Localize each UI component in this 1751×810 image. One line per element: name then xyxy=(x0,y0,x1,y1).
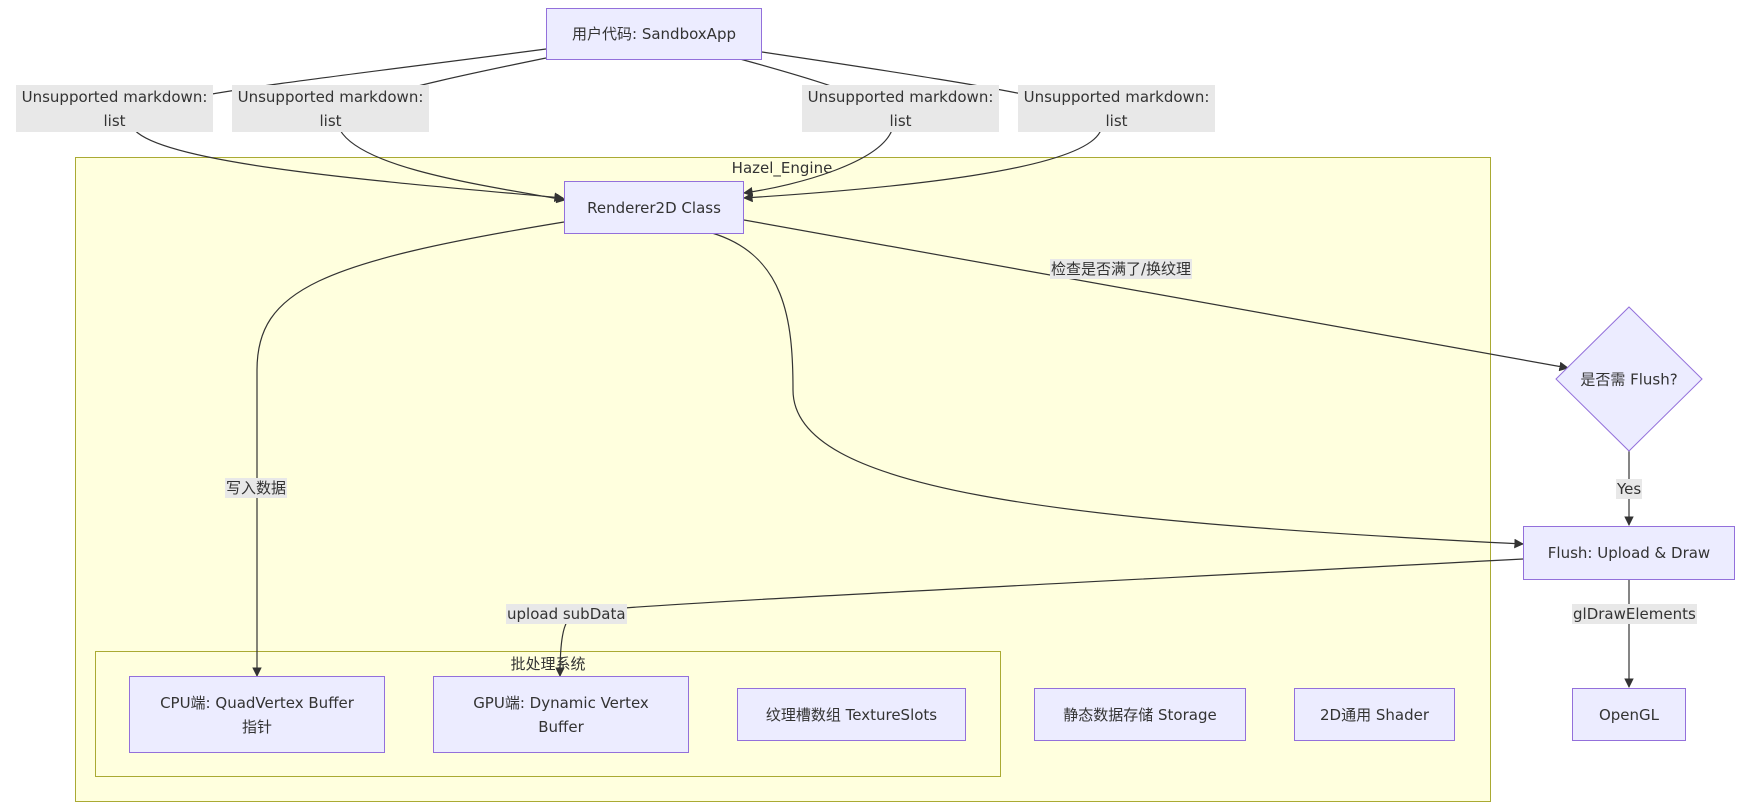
label-unsupported-list: Unsupported markdown: list xyxy=(232,85,429,132)
edge-label-gldrawelements: glDrawElements xyxy=(1572,604,1697,624)
node-shader[interactable]: 2D通用 Shader xyxy=(1294,688,1455,741)
edge-renderer-to-flush xyxy=(711,232,1524,549)
subgraph-batch-system-title: 批处理系统 xyxy=(510,655,586,673)
edge-label-check-full: 检查是否满了/换纹理 xyxy=(1050,259,1193,279)
subgraph-hazel-engine-title: Hazel_Engine xyxy=(731,159,833,177)
node-flush[interactable]: Flush: Upload & Draw xyxy=(1523,526,1735,580)
node-static-storage[interactable]: 静态数据存储 Storage xyxy=(1034,688,1246,741)
edge-label-upload-subdata: upload subData xyxy=(506,604,627,624)
node-renderer2d[interactable]: Renderer2D Class xyxy=(564,181,744,234)
node-gpu-buffer[interactable]: GPU端: Dynamic Vertex Buffer xyxy=(433,676,689,753)
edge-label-write-data: 写入数据 xyxy=(225,478,288,498)
label-unsupported-list: Unsupported markdown: list xyxy=(1018,85,1215,132)
node-sandbox-app[interactable]: 用户代码: SandboxApp xyxy=(546,8,762,60)
label-unsupported-list: Unsupported markdown: list xyxy=(802,85,999,132)
node-need-flush[interactable]: 是否需 Flush? xyxy=(1580,370,1678,389)
node-cpu-buffer[interactable]: CPU端: QuadVertex Buffer 指针 xyxy=(129,676,385,753)
node-opengl[interactable]: OpenGL xyxy=(1572,688,1686,741)
edge-flush-to-gpu xyxy=(555,558,1524,677)
edge-label-yes: Yes xyxy=(1616,479,1643,499)
decision-diamond-shape xyxy=(1555,306,1703,452)
label-unsupported-list: Unsupported markdown: list xyxy=(16,85,213,132)
node-texture-slots[interactable]: 纹理槽数组 TextureSlots xyxy=(737,688,966,741)
edge-renderer-to-decision xyxy=(743,219,1569,372)
edge-renderer-to-cpu xyxy=(252,221,565,677)
